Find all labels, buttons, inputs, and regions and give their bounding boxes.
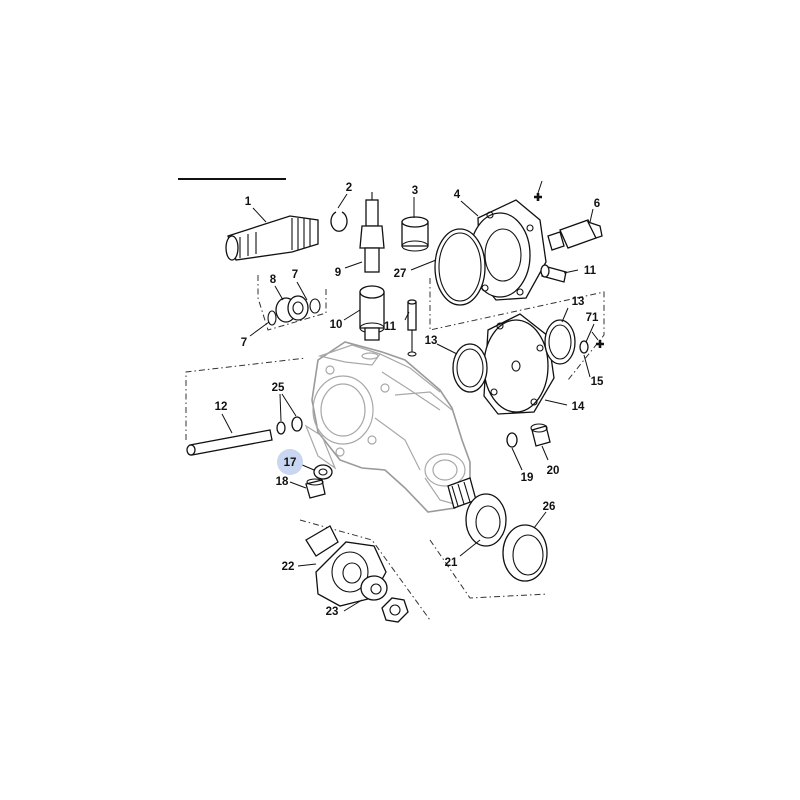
callout-7-lower[interactable]: 7 xyxy=(241,337,247,349)
gearbox-housing xyxy=(304,341,471,513)
part-7-clip-right xyxy=(309,298,321,314)
part-6-sensor xyxy=(547,219,603,251)
part-1-splined-shaft xyxy=(225,215,319,261)
callout-20[interactable]: 20 xyxy=(547,465,560,477)
part-8-bearing xyxy=(275,295,309,323)
callout-13-left[interactable]: 13 xyxy=(425,335,438,347)
callout-labels: 1 2 3 4 6 8 7 7 9 10 11 11 27 13 71 13 1… xyxy=(215,182,604,618)
callout-2[interactable]: 2 xyxy=(346,182,352,194)
part-21-seal xyxy=(465,493,507,547)
callout-10[interactable]: 10 xyxy=(330,319,343,331)
callout-25[interactable]: 25 xyxy=(272,382,285,394)
part-15-washer xyxy=(579,340,589,354)
callout-4[interactable]: 4 xyxy=(454,189,461,201)
callout-12[interactable]: 12 xyxy=(215,401,228,413)
part-9-speedo-drive xyxy=(359,192,385,273)
callout-21[interactable]: 21 xyxy=(445,557,458,569)
part-3-sleeve xyxy=(401,216,429,252)
callout-9[interactable]: 9 xyxy=(335,267,341,279)
part-25-seal-b xyxy=(291,416,303,432)
part-14-flange xyxy=(483,313,555,415)
callout-71[interactable]: 71 xyxy=(586,312,599,324)
part-2-circlip xyxy=(330,211,348,232)
callout-23[interactable]: 23 xyxy=(326,606,339,618)
part-nut xyxy=(381,597,409,623)
part-26-ring xyxy=(502,524,548,582)
callout-19[interactable]: 19 xyxy=(521,472,534,484)
part-11-bolt-right xyxy=(540,264,567,283)
part-10-bush xyxy=(359,285,385,341)
callout-27[interactable]: 27 xyxy=(394,268,407,280)
callout-17[interactable]: 17 xyxy=(284,457,297,469)
part-11-bolt-center xyxy=(407,299,417,357)
part-13-seal-right xyxy=(544,319,576,365)
callout-7-upper[interactable]: 7 xyxy=(292,269,298,281)
output-shaft xyxy=(447,477,477,509)
callout-15[interactable]: 15 xyxy=(591,376,604,388)
callout-highlight xyxy=(277,449,303,475)
group-outlines xyxy=(185,275,605,621)
callout-18[interactable]: 18 xyxy=(276,476,289,488)
part-17-washer xyxy=(313,464,333,480)
cross-marker-right xyxy=(591,331,604,348)
callout-8[interactable]: 8 xyxy=(270,274,277,286)
callout-11-center[interactable]: 11 xyxy=(384,321,397,333)
part-18-plug xyxy=(305,478,326,499)
callout-26[interactable]: 26 xyxy=(543,501,556,513)
part-12-rod xyxy=(186,429,273,456)
leader-lines xyxy=(221,193,595,612)
callout-3[interactable]: 3 xyxy=(412,185,418,197)
part-20-plug xyxy=(530,423,551,447)
part-13-seal-left xyxy=(452,343,488,393)
part-23-washer xyxy=(360,575,388,601)
callout-1[interactable]: 1 xyxy=(245,196,252,208)
callout-11-right[interactable]: 11 xyxy=(584,265,597,277)
cross-marker-top xyxy=(534,180,543,201)
part-19-washer xyxy=(506,432,518,448)
callout-14[interactable]: 14 xyxy=(572,401,585,413)
part-27-gasket xyxy=(434,228,486,306)
callout-22[interactable]: 22 xyxy=(282,561,295,573)
part-25-seal-a xyxy=(276,421,286,435)
callout-6[interactable]: 6 xyxy=(594,198,600,210)
part-7-clip-left xyxy=(267,310,277,326)
callout-13-right[interactable]: 13 xyxy=(572,296,585,308)
